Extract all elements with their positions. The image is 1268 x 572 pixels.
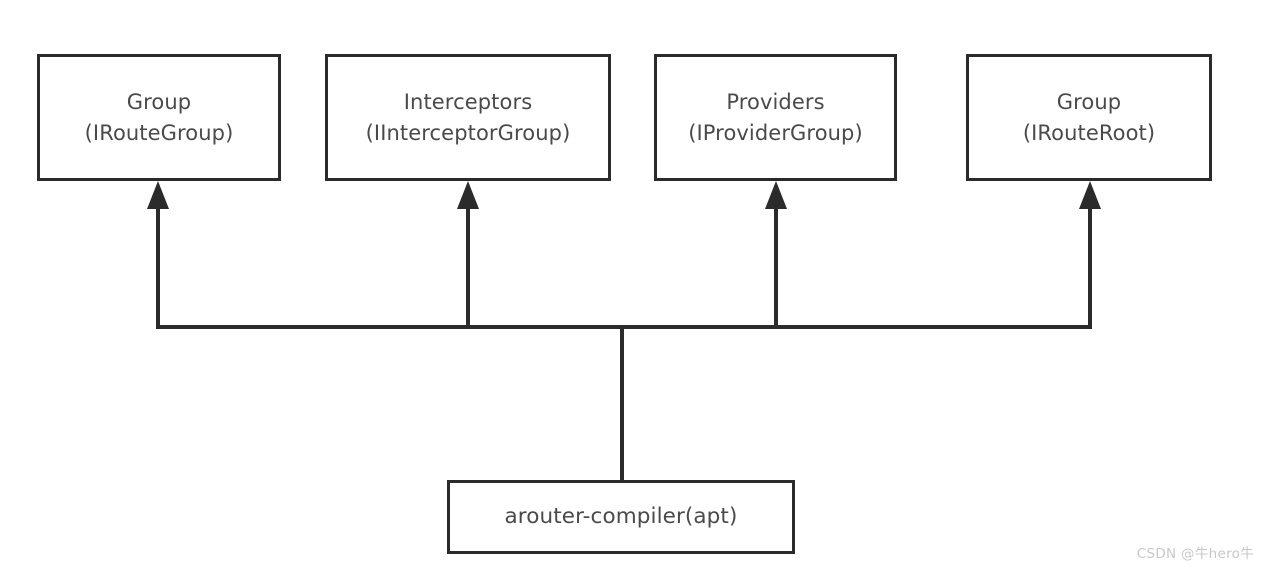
node-title: arouter-compiler(apt): [504, 504, 738, 530]
node-title: Providers: [726, 90, 825, 115]
node-providers-iprovidergroup: Providers (IProviderGroup): [654, 54, 897, 181]
node-title: Group: [126, 90, 192, 115]
node-title: Interceptors: [403, 90, 533, 115]
arrowhead-1: [147, 181, 169, 209]
node-arouter-compiler-apt: arouter-compiler(apt): [447, 480, 795, 554]
node-title: Group: [1056, 90, 1122, 115]
node-group-irouteroot: Group (IRouteRoot): [966, 54, 1212, 181]
arrowhead-4: [1079, 181, 1101, 209]
arrowhead-3: [765, 181, 787, 209]
node-group-iroutegroup: Group (IRouteGroup): [37, 54, 281, 181]
node-interface: (IInterceptorGroup): [365, 120, 571, 145]
arrowhead-2: [457, 181, 479, 209]
node-interface: (IRouteGroup): [84, 120, 234, 145]
node-interface: (IProviderGroup): [688, 120, 863, 145]
node-interface: (IRouteRoot): [1022, 120, 1156, 145]
node-interceptors-iinterceptorgroup: Interceptors (IInterceptorGroup): [325, 54, 611, 181]
csdn-watermark: CSDN @牛hero牛: [1136, 546, 1254, 562]
